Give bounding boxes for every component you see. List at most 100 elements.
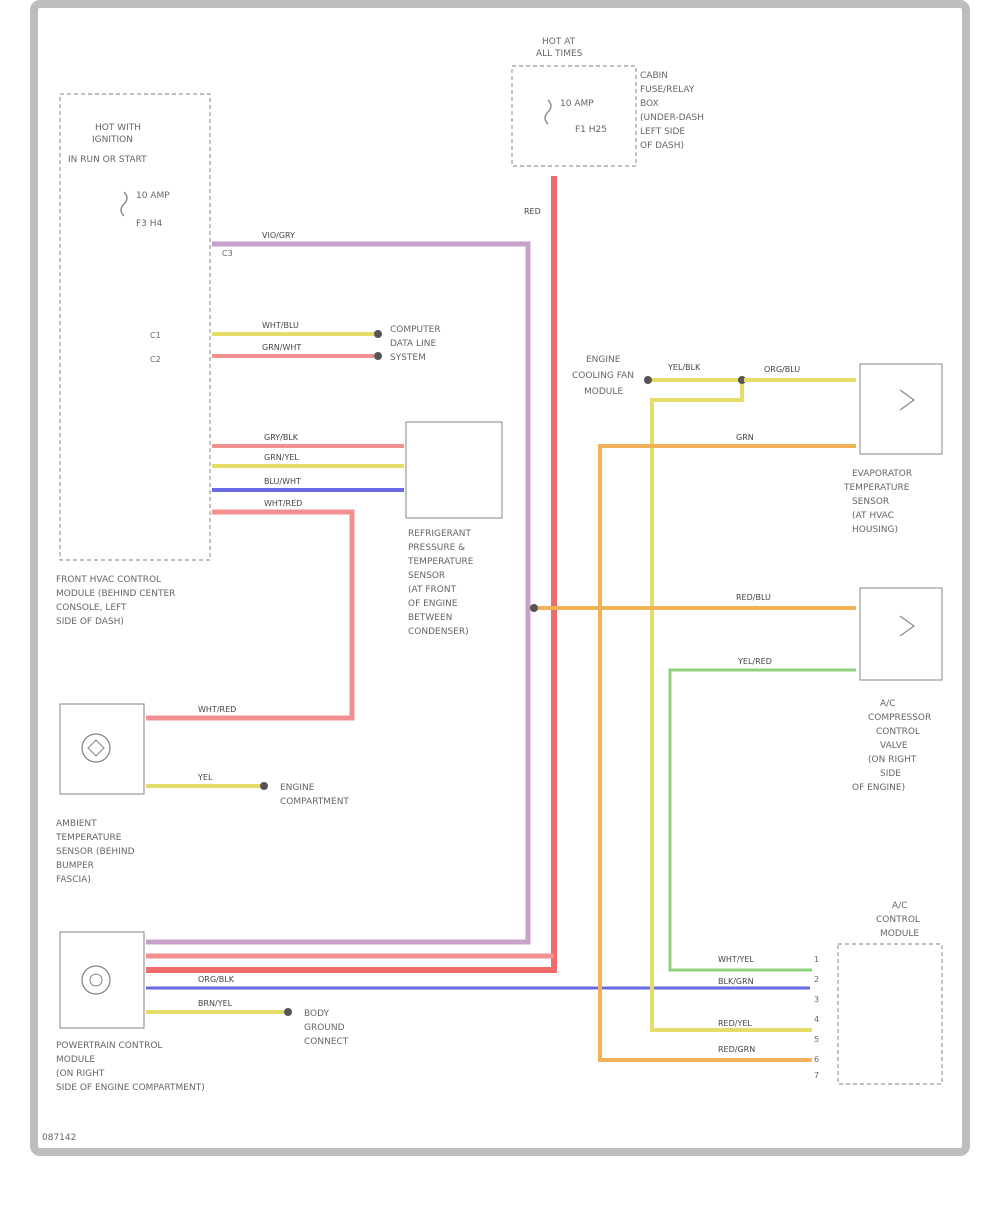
- ac-control-module: A/C CONTROL MODULE: [837, 901, 943, 1085]
- fuse-block: HOT AT ALL TIMES 10 AMP F1 H25 CABIN FUS…: [511, 37, 704, 167]
- ground-g2-2: COMPARTMENT: [280, 797, 349, 807]
- ambient-temp-sensor: AMBIENT TEMPERATURE SENSOR (BEHIND BUMPE…: [55, 703, 145, 885]
- pcm-label-2: MODULE: [56, 1055, 95, 1065]
- wire-label-wht-yel: WHT/YEL: [718, 955, 754, 964]
- evap-label-3: SENSOR: [852, 497, 889, 507]
- hot-ign-fuse: 10 AMP: [136, 191, 170, 201]
- fuse-block-title-2: ALL TIMES: [536, 49, 583, 59]
- ambient-label-5: FASCIA): [56, 875, 91, 885]
- wire-label-wht-red: WHT/RED: [264, 499, 302, 508]
- pcm-label-3: (ON RIGHT: [56, 1069, 105, 1079]
- pcm-label-4: SIDE OF ENGINE COMPARTMENT): [56, 1083, 205, 1093]
- pin-1: 1: [814, 955, 819, 964]
- figure-id: 087142: [42, 1133, 76, 1143]
- pressure-label-7: BETWEEN: [408, 613, 452, 623]
- wire-label-red-grn: RED/GRN: [718, 1045, 755, 1054]
- front-hvac-module: HOT WITH IGNITION IN RUN OR START 10 AMP…: [56, 93, 233, 627]
- pressure-label-8: CONDENSER): [408, 627, 469, 637]
- compressor-label-5: (ON RIGHT: [868, 755, 917, 765]
- wire-label-blk-grn: BLK/GRN: [718, 977, 754, 986]
- wire-label-yel-blk: YEL/BLK: [667, 363, 701, 372]
- ambient-label-2: TEMPERATURE: [55, 833, 122, 843]
- ground-g3-3: CONNECT: [304, 1037, 349, 1047]
- pressure-label-2: PRESSURE &: [408, 543, 465, 553]
- pin-label-c1: C1: [150, 331, 161, 340]
- fan-label-3: MODULE: [584, 387, 623, 397]
- evap-label-4: (AT HVAC: [852, 511, 894, 521]
- fuse-block-fuse-sub: F1 H25: [575, 125, 607, 135]
- pressure-sensor: REFRIGERANT PRESSURE & TEMPERATURE SENSO…: [405, 421, 503, 637]
- fan-label-1: ENGINE: [586, 355, 621, 365]
- compressor-label-7: OF ENGINE): [852, 783, 905, 793]
- wire-wht-red: [146, 509, 355, 721]
- wire-label-yel-red: YEL/RED: [737, 657, 772, 666]
- wire-label-grn: GRN: [736, 433, 754, 442]
- ac-module-label-1: A/C: [892, 901, 907, 911]
- front-hvac-label-2: MODULE (BEHIND CENTER: [56, 589, 175, 599]
- fuse-block-note-3: BOX: [640, 99, 659, 109]
- compressor-label-6: SIDE: [880, 769, 901, 779]
- wire-label-wht-blu: WHT/BLU: [262, 321, 299, 330]
- wire-yel-blk: [650, 378, 812, 1032]
- pin-label-c3: C3: [222, 249, 233, 258]
- front-hvac-label-3: CONSOLE, LEFT: [56, 603, 127, 613]
- pcm-label-1: POWERTRAIN CONTROL: [56, 1041, 162, 1051]
- front-hvac-label-4: SIDE OF DASH): [56, 617, 124, 627]
- evap-temp-sensor: EVAPORATOR TEMPERATURE SENSOR (AT HVAC H…: [843, 363, 943, 535]
- wire-grn: [598, 444, 856, 1062]
- ambient-label-4: BUMPER: [56, 861, 94, 871]
- fuse-block-title-1: HOT AT: [542, 37, 576, 47]
- ign-fuse-symbol: [120, 191, 128, 217]
- fuse-block-note-6: OF DASH): [640, 141, 684, 151]
- ac-compressor-valve: A/C COMPRESSOR CONTROL VALVE (ON RIGHT S…: [852, 587, 943, 793]
- pin-6: 6: [814, 1055, 819, 1064]
- pin-4: 4: [814, 1015, 819, 1024]
- pressure-label-4: SENSOR: [408, 571, 445, 581]
- wire-label-red-yel: RED/YEL: [718, 1019, 752, 1028]
- ac-module-label-2: CONTROL: [876, 915, 920, 925]
- wire-label-yel: YEL: [197, 773, 213, 782]
- wire-label-wht-red-2: WHT/RED: [198, 705, 236, 714]
- diagram-frame: [30, 0, 970, 1156]
- ambient-label-3: SENSOR (BEHIND: [56, 847, 135, 857]
- pin-3: 3: [814, 995, 819, 1004]
- ground-g2-1: ENGINE: [280, 783, 315, 793]
- evap-label-1: EVAPORATOR: [852, 469, 912, 479]
- wire-label-grn-wht: GRN/WHT: [262, 343, 301, 352]
- ground-g3-1: BODY: [304, 1009, 330, 1019]
- pin-2: 2: [814, 975, 819, 984]
- hot-ign-label-1: HOT WITH: [95, 123, 141, 133]
- ambient-label-1: AMBIENT: [56, 819, 97, 829]
- evap-label-5: HOUSING): [852, 525, 898, 535]
- ground-g3-2: GROUND: [304, 1023, 345, 1033]
- hot-ign-label-3: IN RUN OR START: [68, 155, 147, 165]
- fuse-block-note-5: LEFT SIDE: [640, 127, 685, 137]
- evap-label-2: TEMPERATURE: [843, 483, 910, 493]
- hot-ign-fuse-sub: F3 H4: [136, 219, 163, 229]
- wire-vio-gry: [146, 241, 531, 945]
- pin-7: 7: [814, 1071, 819, 1080]
- wire-red-main: [146, 176, 557, 973]
- pin-5: 5: [814, 1035, 819, 1044]
- ground-g1-2: DATA LINE: [390, 339, 436, 349]
- wire-label-org-blk: ORG/BLK: [198, 975, 235, 984]
- ground-g1-1: COMPUTER: [390, 325, 441, 335]
- fan-label-2: COOLING FAN: [572, 371, 634, 381]
- wire-label-blu-wht: BLU/WHT: [264, 477, 301, 486]
- wire-label-gry-blk: GRY/BLK: [264, 433, 299, 442]
- fuse-block-note-4: (UNDER-DASH: [640, 113, 704, 123]
- hot-ign-label-2: IGNITION: [92, 135, 133, 145]
- wire-label-brn-yel: BRN/YEL: [198, 999, 233, 1008]
- ac-module-label-3: MODULE: [880, 929, 919, 939]
- wire-label-vio-gry: VIO/GRY: [262, 231, 295, 240]
- wire-label-org-blu: ORG/BLU: [764, 365, 800, 374]
- fuse-block-note-1: CABIN: [640, 71, 668, 81]
- pressure-label-3: TEMPERATURE: [407, 557, 474, 567]
- powertrain-module: POWERTRAIN CONTROL MODULE (ON RIGHT SIDE…: [56, 931, 205, 1093]
- compressor-label-1: A/C: [880, 699, 895, 709]
- compressor-label-3: CONTROL: [876, 727, 920, 737]
- pin-label-c2: C2: [150, 355, 161, 364]
- fuse-block-fuse: 10 AMP: [560, 99, 594, 109]
- front-hvac-label-1: FRONT HVAC CONTROL: [56, 575, 161, 585]
